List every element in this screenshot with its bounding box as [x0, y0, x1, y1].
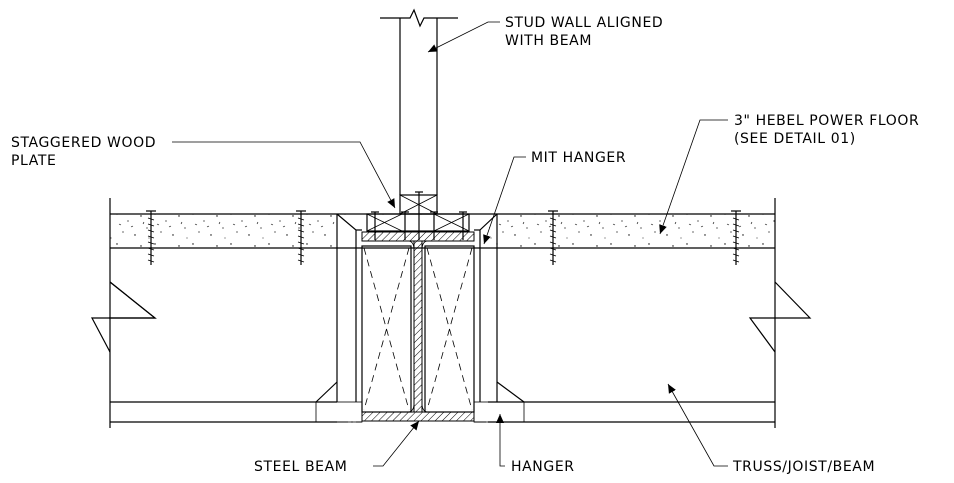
leader-lines: [172, 21, 728, 467]
hebel-floor-label-line2: (SEE DETAIL 01): [734, 131, 856, 147]
stud-wall: [366, 8, 470, 240]
hebel-floor-label-line1: 3" HEBEL POWER FLOOR: [734, 113, 919, 129]
right-break-line: [748, 281, 812, 353]
floor-screws: [146, 210, 741, 265]
mit-hanger-label: MIT HANGER: [531, 150, 626, 166]
steel-beam: [361, 231, 475, 422]
stud-wall-label-line2: WITH BEAM: [505, 33, 592, 49]
truss-joist-bottom-chord: [110, 401, 775, 423]
floor-screw: [548, 210, 558, 265]
truss-joist-beam-label: TRUSS/JOIST/BEAM: [732, 459, 875, 475]
hanger-label: HANGER: [511, 459, 575, 475]
stud-wall-label-line1: STUD WALL ALIGNED: [505, 15, 663, 31]
staggered-plate-label-line2: PLATE: [11, 153, 56, 169]
left-hanger: [315, 213, 363, 423]
floor-screw: [731, 210, 741, 265]
staggered-plate-label-line1: STAGGERED WOOD: [11, 135, 156, 151]
steel-beam-label: STEEL BEAM: [254, 459, 348, 475]
floor-screw: [146, 210, 156, 265]
floor-screw: [296, 210, 306, 265]
